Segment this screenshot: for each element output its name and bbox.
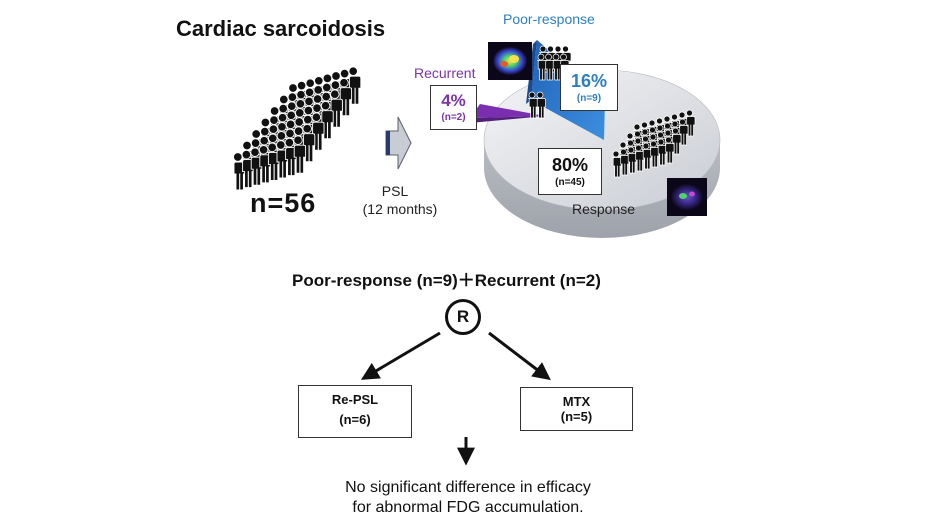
arm-box-mtx: MTX (n=5) xyxy=(520,387,633,431)
treatment-arrow-icon xyxy=(385,116,412,170)
recurrent-percent-box: 4% (n=2) xyxy=(430,85,477,130)
randomization-node: R xyxy=(445,299,481,335)
response-percent-box: 80% (n=45) xyxy=(538,148,602,195)
subgroup-title: Poor-response (n=9)＋Recurrent (n=2) xyxy=(292,271,601,290)
treatment-duration: (12 months) xyxy=(362,201,438,217)
conclusion-line-2: for abnormal FDG accumulation. xyxy=(352,499,584,516)
arm-count-repsl: (n=6) xyxy=(339,412,371,427)
treatment-label: PSL xyxy=(381,183,409,199)
pet-scan-image-response xyxy=(667,178,707,216)
response-label: Response xyxy=(572,201,636,217)
arrow-to-mtx xyxy=(488,331,551,381)
recurrent-percent: 4% xyxy=(441,91,466,110)
poor-response-label: Poor-response xyxy=(503,11,595,27)
recurrent-label: Recurrent xyxy=(414,65,476,81)
randomization-symbol: R xyxy=(456,307,470,326)
response-percent: 80% xyxy=(551,154,589,175)
cohort-total: n=56 xyxy=(250,188,317,218)
recurrent-wedge xyxy=(470,104,545,123)
cohort-crowd-icon xyxy=(231,66,362,191)
poor-response-percent-box: 16% (n=9) xyxy=(560,64,618,111)
pet-scan-image-poor xyxy=(488,42,532,80)
poor-response-percent: 16% xyxy=(570,70,608,91)
poor-response-count: (n=9) xyxy=(576,92,602,104)
response-count: (n=45) xyxy=(555,176,585,188)
arm-count-mtx: (n=5) xyxy=(560,409,593,424)
conclusion-line-1: No significant difference in efficacy xyxy=(345,479,591,496)
arm-name-mtx: MTX xyxy=(562,394,591,409)
arm-name-repsl: Re-PSL xyxy=(331,392,379,407)
page-title: Cardiac sarcoidosis xyxy=(176,16,386,41)
conclusion-text: No significant difference in efficacy fo… xyxy=(250,478,686,518)
arrow-to-repsl xyxy=(360,331,441,380)
arm-box-repsl: Re-PSL (n=6) xyxy=(298,385,412,438)
recurrent-count: (n=2) xyxy=(441,112,466,123)
